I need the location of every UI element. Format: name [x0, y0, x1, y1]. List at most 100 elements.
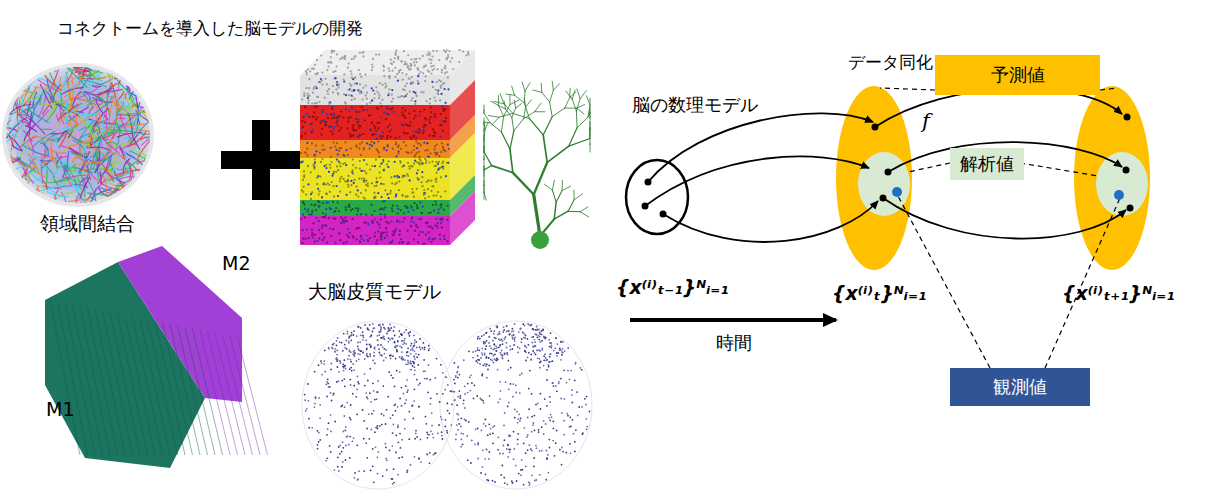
brain-fiber [114, 169, 140, 175]
cell-dot [358, 69, 360, 71]
cell-dot [311, 229, 313, 231]
cell-dot [375, 133, 377, 135]
cell-dot [420, 181, 422, 183]
cell-dot [425, 162, 427, 164]
cell-dot [432, 135, 434, 137]
cell-dot [371, 87, 373, 89]
dendrite [568, 200, 574, 211]
cell-dot [415, 137, 417, 139]
cell-dot [437, 226, 439, 228]
cell-dot [359, 83, 361, 85]
dendrite [514, 119, 524, 131]
cell-dot [329, 164, 331, 166]
cell-dot [394, 175, 396, 177]
cell-dot [373, 142, 375, 144]
cell-dot [352, 173, 354, 175]
cell-dot [361, 141, 363, 143]
soma [531, 231, 549, 249]
cell-dot [334, 218, 336, 220]
cell-dot [430, 111, 432, 113]
cell-dot [379, 213, 381, 215]
cell-dot [349, 191, 351, 193]
cell-dot [433, 97, 435, 99]
brain-fiber [108, 150, 127, 158]
cube-layer [300, 158, 450, 200]
cell-dot [383, 183, 385, 185]
cell-dot [352, 129, 354, 131]
cell-dot [402, 88, 404, 90]
cell-dot [411, 82, 413, 84]
cell-dot [318, 220, 320, 222]
brain-fiber [17, 90, 28, 118]
cell-dot [415, 224, 417, 226]
cell-dot [302, 229, 304, 231]
brain-fiber [127, 117, 142, 124]
cell-dot [339, 162, 341, 164]
cell-dot [396, 73, 398, 75]
cell-dot [441, 71, 443, 73]
cell-dot [431, 185, 433, 187]
cell-dot [382, 132, 384, 134]
brain-fiber [129, 151, 148, 160]
cell-dot [423, 91, 425, 93]
cell-dot [446, 219, 448, 221]
cell-dot [359, 73, 361, 75]
cell-dot [303, 170, 305, 172]
neuron-dot [501, 465, 503, 467]
cell-dot [401, 111, 403, 113]
dendrite [484, 181, 485, 186]
cell-dot [367, 240, 369, 242]
slab-texture [155, 321, 185, 455]
cell-dot [403, 115, 405, 117]
brain-fiber [78, 176, 81, 185]
cell-dot [404, 117, 406, 119]
neuron-dot [457, 419, 459, 421]
cell-dot [391, 182, 393, 184]
neuron-dot [424, 378, 426, 380]
cell-dot [371, 221, 373, 223]
dendrite [504, 104, 513, 114]
cell-dot [336, 65, 338, 67]
cell-dot [418, 73, 420, 75]
cell-dot [425, 124, 427, 126]
cell-dot [329, 167, 331, 169]
cell-dot [418, 218, 420, 220]
brain-fiber [61, 92, 63, 108]
cell-dot [356, 135, 358, 137]
cell-dot [347, 117, 349, 119]
cell-dot [411, 188, 413, 190]
brain-fiber [124, 106, 134, 108]
cell-dot [329, 191, 331, 193]
cell-dot [351, 99, 353, 101]
cell-dot [433, 210, 435, 212]
cell-dot [367, 182, 369, 184]
cell-dot [321, 233, 323, 235]
cell-dot [413, 145, 415, 147]
cell-dot [359, 134, 361, 136]
cell-dot [355, 167, 357, 169]
neuron-dot [400, 447, 402, 449]
cell-dot [371, 204, 373, 206]
neuron-dot [396, 350, 398, 352]
cell-dot [430, 59, 432, 61]
neuron-dot [432, 433, 434, 435]
cell-dot [436, 152, 438, 154]
cell-dot [378, 223, 380, 225]
cell-dot [385, 85, 387, 87]
cell-dot [417, 241, 419, 243]
plus-sign [221, 151, 301, 169]
cell-dot [367, 222, 369, 224]
cell-dot [415, 161, 417, 163]
cell-dot [347, 175, 349, 177]
brain-fiber [72, 111, 98, 115]
brain-fiber [67, 150, 69, 172]
cell-dot [375, 242, 377, 244]
neuron-dot [405, 343, 407, 345]
cell-dot [405, 145, 407, 147]
cell-dot [324, 97, 326, 99]
cell-dot [344, 55, 346, 57]
brain-fiber [110, 140, 112, 151]
brain-fiber [37, 111, 40, 128]
brain-fiber [114, 76, 131, 79]
cell-dot [395, 142, 397, 144]
